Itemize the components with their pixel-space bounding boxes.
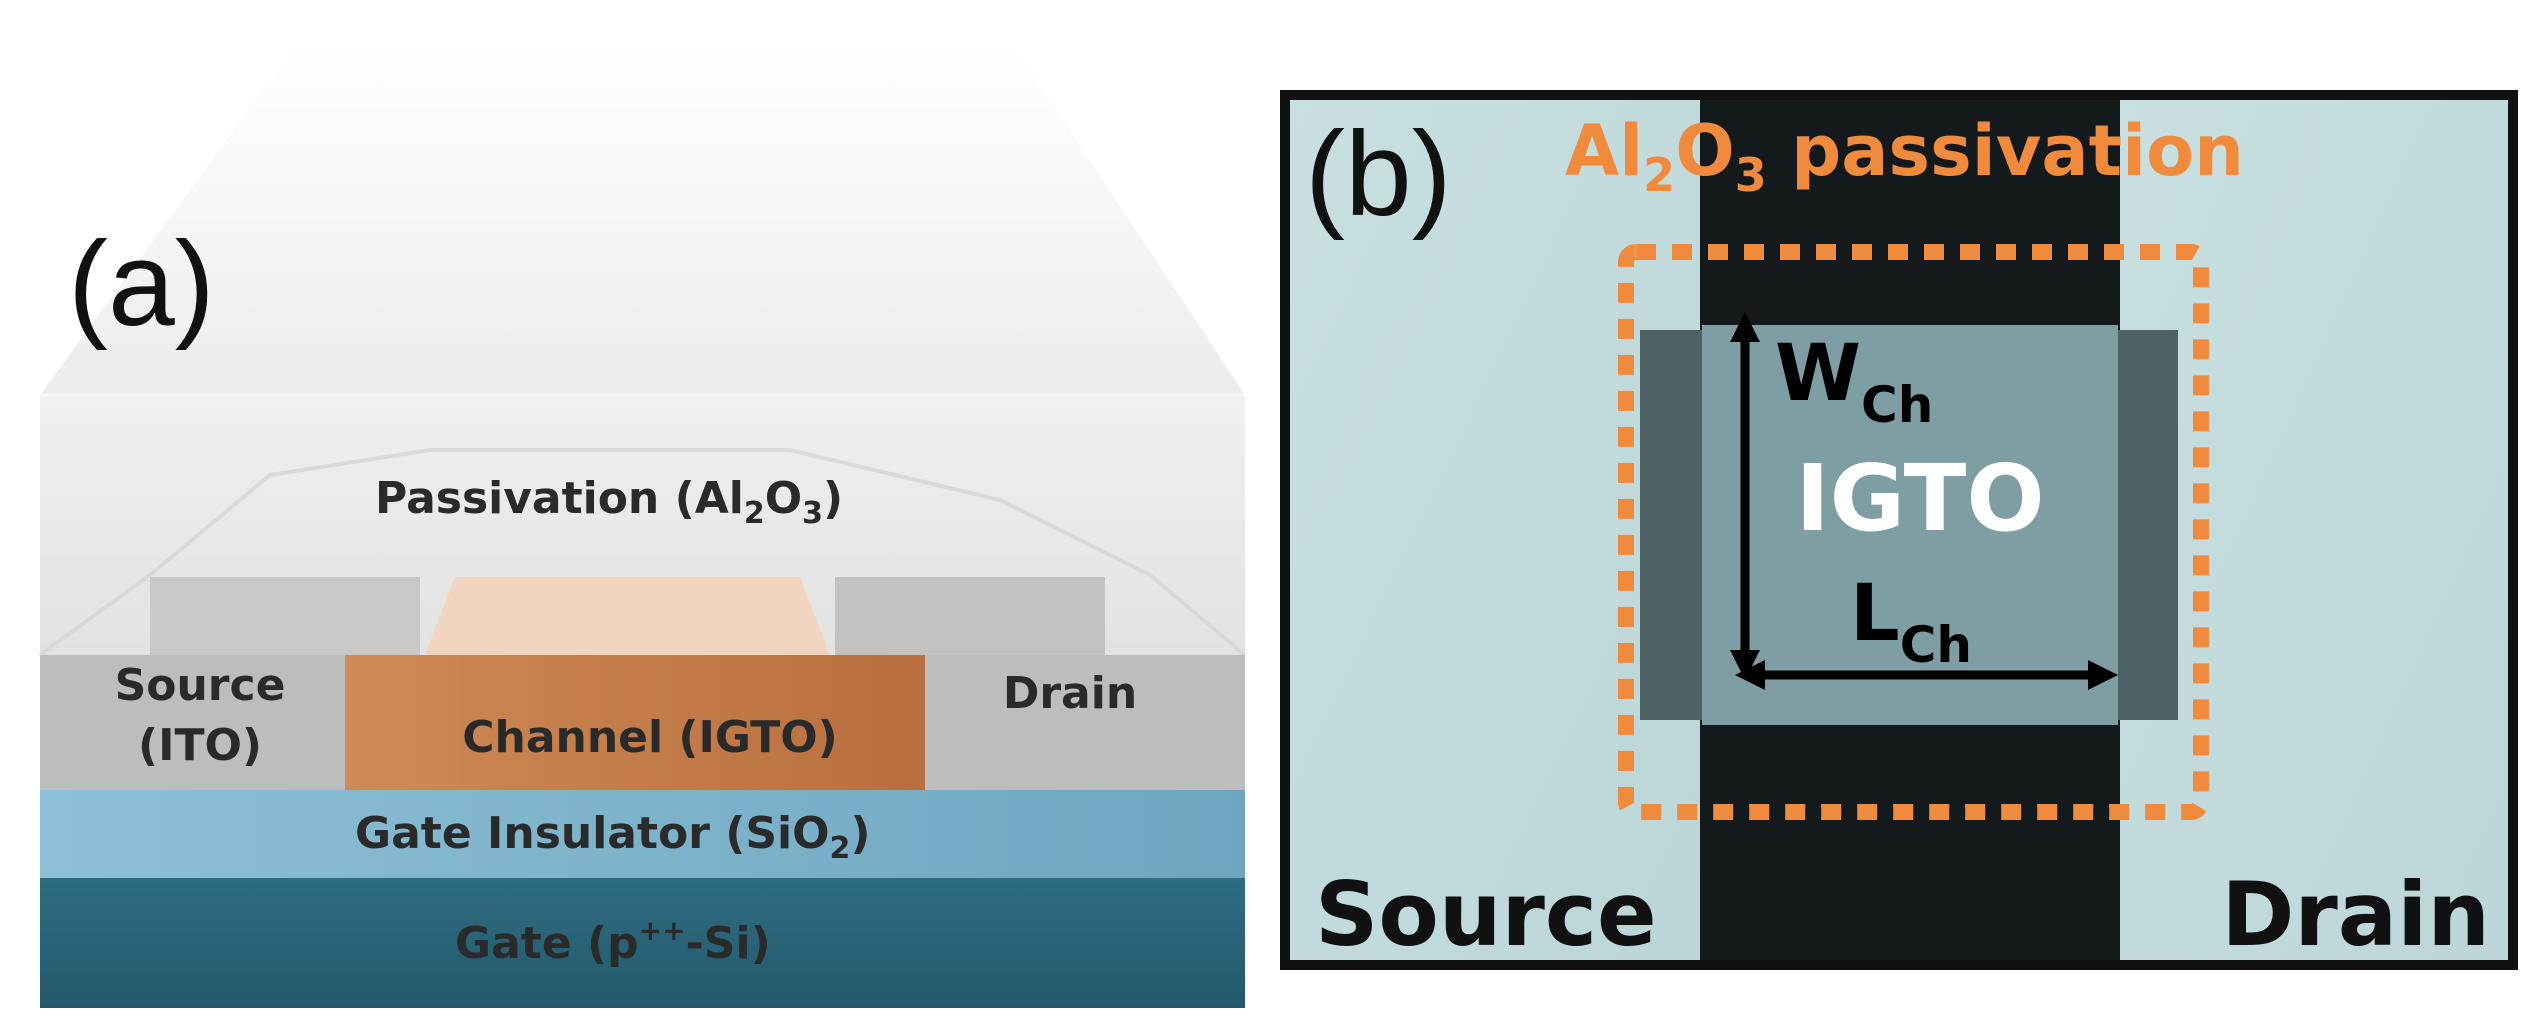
width-arrow: [1730, 312, 1760, 680]
igto-label: IGTO: [1795, 445, 2044, 552]
gate-insulator-layer: [40, 790, 1245, 878]
micrograph-source-label: Source: [1315, 863, 1657, 966]
micrograph-drain-label: Drain: [2221, 863, 2490, 966]
panel-b-letter: (b): [1305, 107, 1452, 241]
gate-layer: [40, 878, 1245, 1008]
drain-overlap-pad: [2118, 330, 2178, 720]
panel-a: (a) Passivation (Al2O3) Source (ITO) Dra…: [38, 40, 1247, 1008]
source-electrode-region: [1290, 100, 1700, 960]
al2o3-passivation-label: Al2O3 passivation: [1565, 110, 2244, 202]
gate-label: Gate (p++-Si): [455, 914, 771, 969]
channel-width-label: WCh: [1775, 329, 1933, 434]
length-arrow: [1735, 660, 2118, 690]
drain-electrode-region: [2120, 100, 2508, 960]
channel-layer: [345, 655, 925, 790]
igto-channel-region: [1702, 325, 2118, 725]
source-label: Source: [115, 660, 286, 711]
channel-label: Channel (IGTO): [462, 712, 838, 763]
passivation-label: Passivation (Al2O3): [375, 473, 843, 531]
passivation-boundary: [1618, 244, 2209, 820]
passivation-top-surface: [40, 40, 1245, 395]
channel-glow: [425, 577, 830, 655]
source-overlap-pad: [1640, 330, 1702, 720]
panel-b: (b) Al2O3 passivation WCh IGTO LCh Sourc…: [1280, 90, 2518, 970]
channel-length-label: LCh: [1850, 569, 1972, 674]
passivation-step-outline: [38, 448, 1247, 657]
source-material-label: (ITO): [138, 720, 262, 771]
gate-insulator-label: Gate Insulator (SiO2): [355, 808, 871, 866]
panel-a-letter: (a): [68, 217, 215, 351]
drain-label: Drain: [1003, 668, 1137, 719]
